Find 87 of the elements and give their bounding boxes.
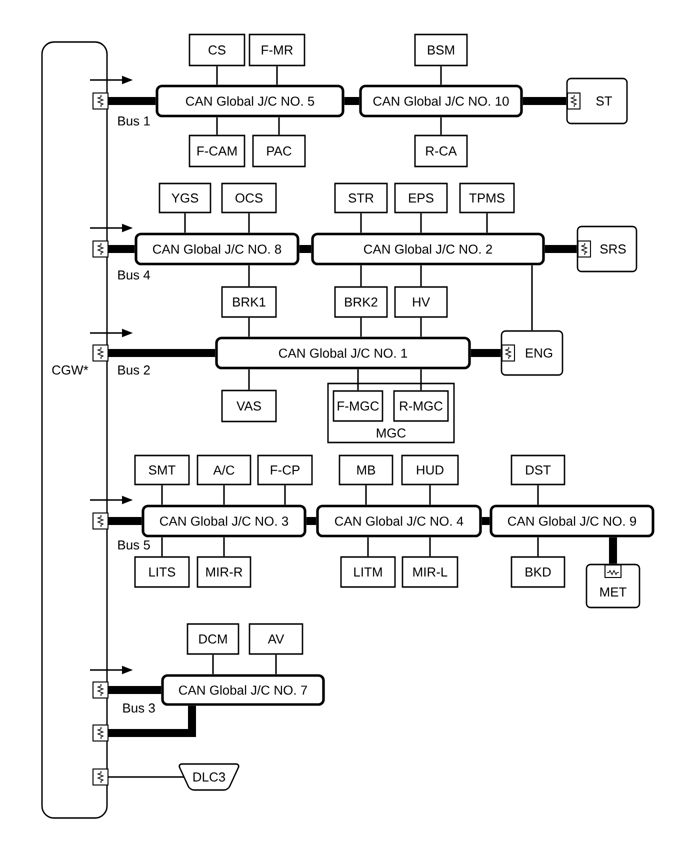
- module-box: BSM: [414, 34, 468, 66]
- connector-line: [216, 66, 218, 85]
- module-box: STR: [334, 182, 388, 214]
- connector-line: [276, 66, 278, 85]
- module-box: MB: [338, 454, 394, 486]
- connector-line: [161, 537, 163, 556]
- module-box: EPS: [394, 182, 448, 214]
- junction-connector-box: CAN Global J/C NO. 3: [142, 504, 306, 538]
- module-box: MET: [586, 564, 640, 608]
- bus-line: [482, 517, 490, 525]
- module-box: BRK2: [334, 286, 388, 318]
- module-box: SRS: [576, 226, 638, 272]
- connector-line: [223, 537, 225, 556]
- connector-line: [429, 485, 431, 505]
- gateway-box: CGW*: [41, 41, 108, 819]
- module-box: F-CAM: [188, 134, 246, 168]
- bus-label: Bus 3: [123, 703, 155, 713]
- junction-connector-box: CAN Global J/C NO. 7: [161, 674, 325, 706]
- connector-line: [248, 213, 250, 233]
- connector-line: [223, 485, 225, 505]
- connector-line: [440, 117, 442, 135]
- bus-label: Bus 2: [118, 365, 150, 375]
- module-box: SMT: [134, 454, 190, 486]
- bus-label: Bus 4: [118, 270, 150, 280]
- module-box: BKD: [510, 556, 566, 588]
- module-box: F-MR: [248, 34, 306, 66]
- connector-line: [429, 537, 431, 556]
- module-box: F-CP: [257, 454, 313, 486]
- module-box: VAS: [221, 390, 277, 422]
- bus-label: Bus 1: [118, 116, 150, 126]
- connector-line: [440, 66, 442, 85]
- module-box: R-MGC: [393, 390, 449, 422]
- bus-line: [306, 517, 316, 525]
- bus-label: Bus 5: [118, 540, 150, 550]
- module-box: BRK1: [221, 286, 277, 318]
- module-box: OCS: [221, 182, 277, 214]
- module-box: R-CA: [414, 134, 468, 168]
- junction-connector-box: CAN Global J/C NO. 9: [490, 504, 654, 538]
- module-box: HUD: [401, 454, 459, 486]
- junction-connector-box: CAN Global J/C NO. 5: [156, 84, 344, 118]
- module-box: YGS: [158, 182, 212, 214]
- module-box: F-MGC: [332, 390, 384, 422]
- connector-line: [537, 485, 539, 505]
- connector-line: [360, 213, 362, 233]
- module-box: AV: [248, 623, 304, 655]
- connector-line: [420, 318, 422, 337]
- module-box: LITS: [134, 556, 190, 588]
- module-box: MIR-L: [402, 556, 458, 588]
- module-box: A/C: [196, 454, 252, 486]
- connector-line: [531, 265, 533, 330]
- module-box: ST: [566, 78, 628, 124]
- connector-line: [360, 265, 362, 286]
- connector-line: [420, 265, 422, 286]
- bus-line: [344, 97, 360, 105]
- connector-line: [248, 265, 250, 286]
- connector-line: [284, 485, 286, 505]
- connector-line: [420, 369, 422, 390]
- connector-line: [161, 485, 163, 505]
- module-box: DCM: [186, 623, 240, 655]
- module-box: CS: [188, 34, 246, 66]
- connector-line: [278, 117, 280, 135]
- junction-connector-box: CAN Global J/C NO. 4: [316, 504, 482, 538]
- connector-line: [537, 537, 539, 556]
- connector-line: [212, 654, 214, 674]
- connector-line: [360, 318, 362, 337]
- connector-line: [365, 485, 367, 505]
- connector-line: [420, 213, 422, 233]
- module-box: PAC: [252, 134, 306, 168]
- module-box: LITM: [340, 556, 396, 588]
- connector-line: [486, 213, 488, 233]
- connector-line: [216, 117, 218, 135]
- module-box: TPMS: [459, 182, 515, 214]
- connector-line: [367, 537, 369, 556]
- junction-connector-box: CAN Global J/C NO. 2: [311, 232, 545, 266]
- module-box: ENG: [500, 330, 564, 376]
- connector-line: [357, 369, 359, 390]
- junction-connector-box: CAN Global J/C NO. 1: [215, 336, 471, 370]
- connector-line: [184, 213, 186, 233]
- bus-line: [299, 245, 312, 253]
- junction-connector-box: CAN Global J/C NO. 8: [134, 232, 300, 266]
- module-box: HV: [394, 286, 448, 318]
- junction-connector-box: CAN Global J/C NO. 10: [359, 84, 523, 118]
- module-box: MIR-R: [196, 556, 252, 588]
- connector-line: [275, 654, 277, 674]
- connector-line: [248, 318, 250, 337]
- module-box: DST: [510, 454, 566, 486]
- connector-line: [248, 369, 250, 390]
